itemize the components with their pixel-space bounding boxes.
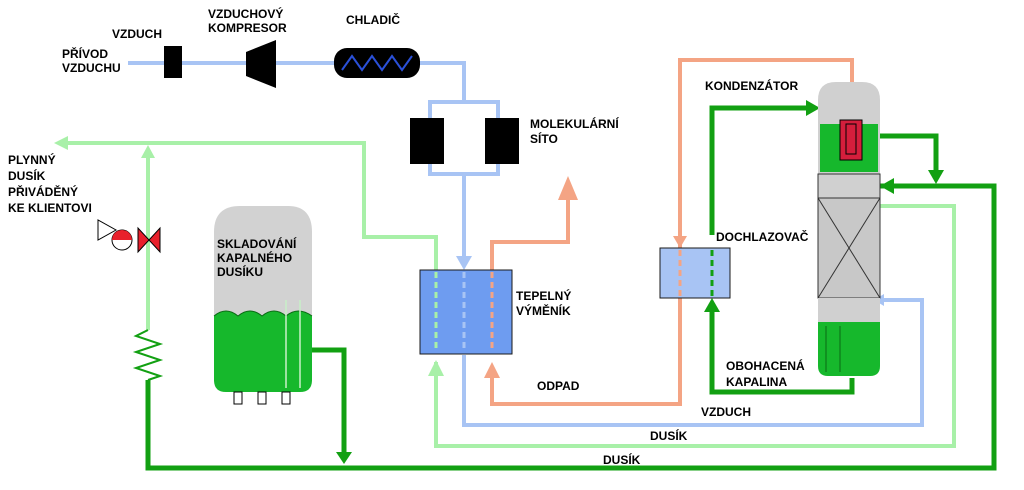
nitrogen-arrow-tank [336, 452, 352, 464]
label-enriched-1: OBOHACENÁ [726, 358, 805, 373]
label-gas-2: DUSÍK [8, 168, 46, 183]
nitrogen-arrow-client [141, 145, 155, 158]
label-air-inlet-1: PŘÍVOD [62, 46, 108, 61]
nitrogen-arrow-out [54, 136, 68, 150]
label-sieve-2: SÍTO [530, 131, 558, 146]
air-compressor [246, 40, 276, 88]
subcooler [659, 247, 731, 299]
air-filter [164, 46, 182, 78]
label-gas-4: KE KLIENTOVI [8, 201, 92, 215]
label-enriched-2: KAPALINA [726, 375, 787, 389]
label-nitrogen-2: DUSÍK [603, 452, 641, 467]
molecular-sieve-right [485, 118, 519, 164]
nitrogen-return-line [434, 204, 956, 448]
nitrogen-arrow-condenser [806, 100, 820, 116]
nitrogen-dark-lines [145, 105, 997, 471]
nitrogen-arrow-column [928, 170, 944, 184]
waste-arrow-up [558, 176, 578, 200]
label-gas-1: PLYNNÝ [8, 152, 56, 167]
label-gas-3: PŘIVÁDĚNÝ [8, 184, 78, 199]
tank-liquid [214, 316, 312, 392]
label-air: VZDUCH [112, 27, 162, 41]
waste-arrow-hx [484, 362, 500, 378]
air-sieve-out [428, 164, 500, 176]
nitrogen-column-out [880, 133, 939, 174]
nitrogen-tank-line [312, 347, 347, 458]
nitrogen-condenser-line [709, 105, 806, 235]
nitrogen-main-line [145, 183, 997, 471]
pressure-spring [132, 329, 164, 381]
molecular-sieve-left [410, 118, 444, 164]
label-waste: ODPAD [537, 379, 580, 393]
label-condenser: KONDENZÁTOR [705, 78, 798, 93]
label-storage-1: SKLADOVÁNÍ [217, 236, 297, 251]
waste-arrow-subcooler [673, 236, 687, 248]
nitrogen-arrow-back [880, 178, 894, 194]
air-return-line [462, 298, 924, 427]
nitrogen-arrow-hx [428, 360, 444, 376]
cooler-coil [341, 54, 413, 72]
liquid-nitrogen-tank [213, 206, 313, 405]
label-storage-2: KAPALNÉHO [217, 250, 292, 265]
tank-leg-3 [281, 391, 291, 405]
tank-leg-2 [257, 391, 267, 405]
label-cooler: CHLADIČ [346, 12, 400, 27]
label-storage-3: DUSÍKU [217, 264, 263, 279]
column-sump [818, 322, 880, 376]
label-air-inlet-2: VZDUCHU [62, 61, 121, 75]
nitrogen-gas-line [60, 141, 438, 270]
label-compressor-2: KOMPRESOR [208, 21, 287, 35]
tank-waves [213, 310, 313, 317]
heat-exchanger [419, 269, 513, 355]
tank-leg-1 [233, 391, 243, 405]
distillation-column [817, 82, 881, 376]
nitrogen-arrow-subcooler [704, 298, 720, 312]
air-arrow-to-hx [456, 256, 472, 270]
column-bottom-grey [818, 298, 880, 322]
tank-top [214, 206, 312, 316]
label-compressor-1: VZDUCHOVÝ [208, 6, 283, 21]
label-nitrogen-1: DUSÍK [650, 428, 688, 443]
waste-out-line [490, 190, 570, 270]
label-subcooler: DOCHLAZOVAČ [716, 229, 809, 244]
column-separator [817, 173, 881, 199]
valve-icon [97, 219, 161, 254]
nitrogen-enriched-line [709, 310, 855, 395]
label-air-return: VZDUCH [701, 405, 751, 419]
waste-lines [490, 58, 854, 406]
label-sieve-1: MOLEKULÁRNÍ [530, 116, 619, 131]
label-hx-1: TEPELNÝ [516, 288, 571, 303]
label-hx-2: VÝMĚNÍK [516, 303, 571, 318]
air-sieve-split [464, 100, 500, 118]
